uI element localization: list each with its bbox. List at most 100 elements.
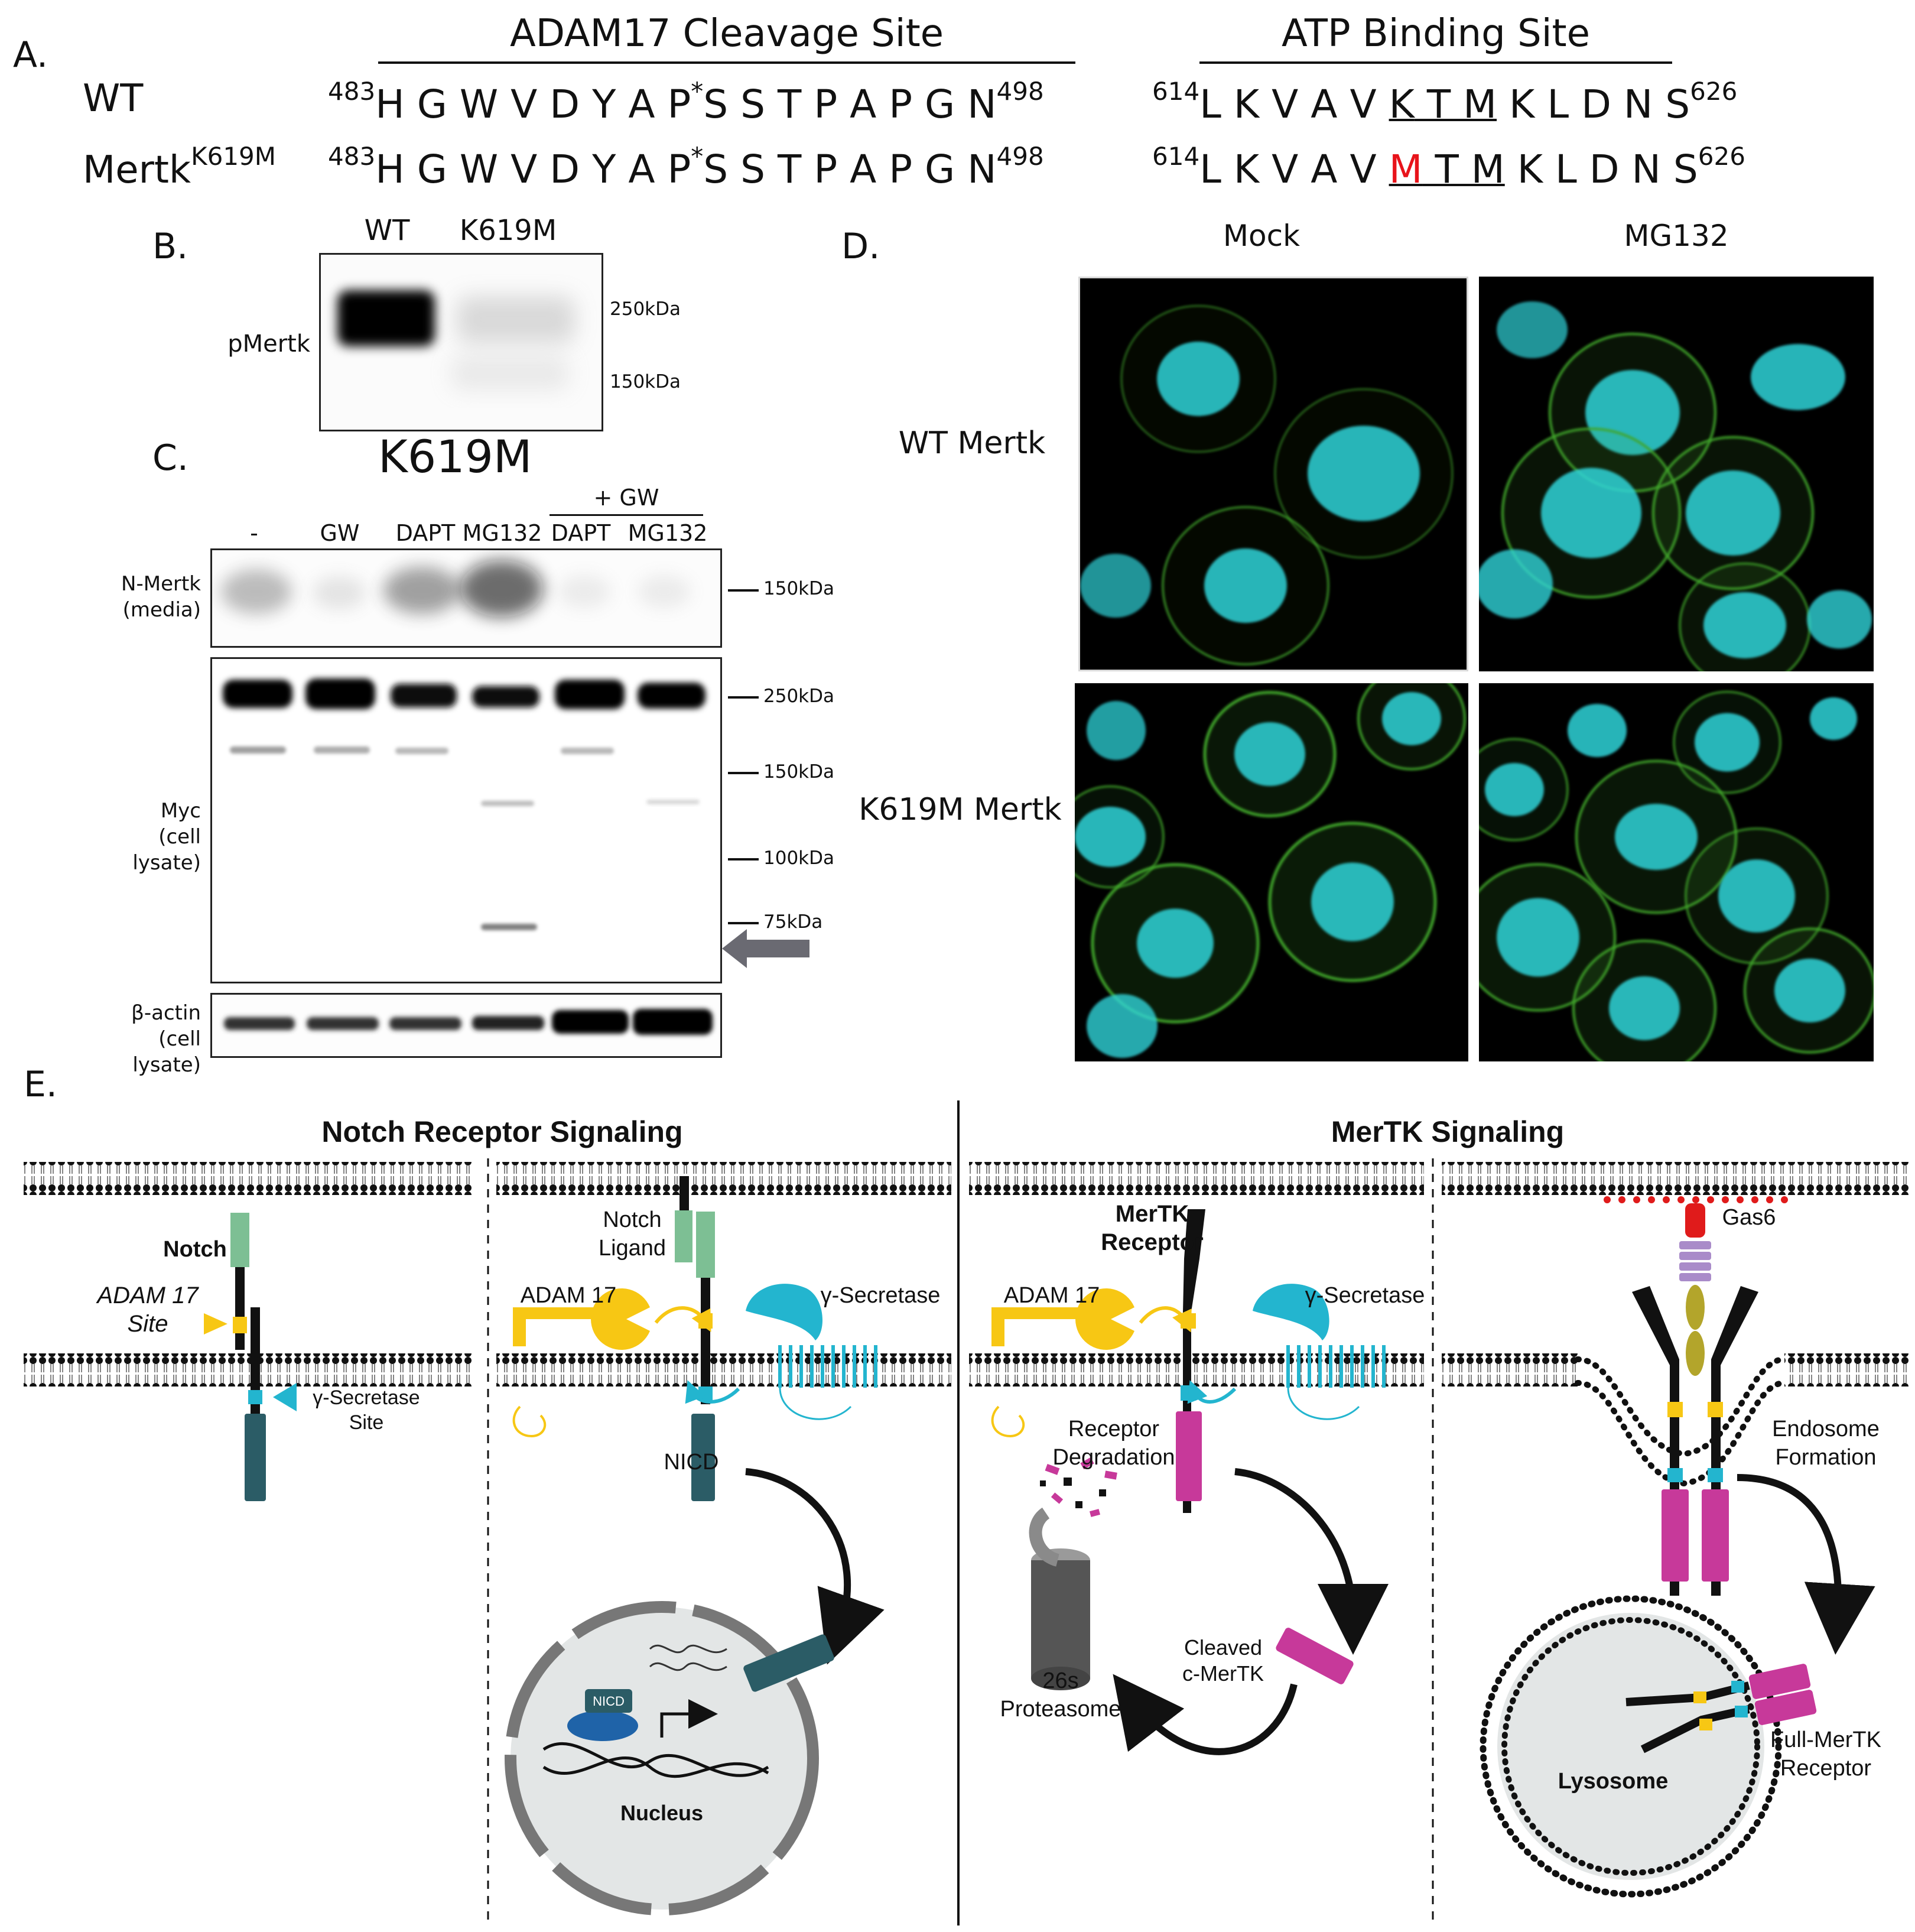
adam-site-4a xyxy=(1667,1402,1683,1417)
gamma-cut-arrow-1 xyxy=(685,1380,740,1404)
cell xyxy=(1568,704,1627,757)
seq-start-right: 614 xyxy=(1152,142,1200,171)
blot-c-lane-2: DAPT xyxy=(395,520,456,546)
seq-pre: H G W V D Y A P xyxy=(375,82,691,127)
panel-label-d: D. xyxy=(841,226,880,267)
label-adam17-site: ADAM 17 Site xyxy=(83,1281,213,1338)
nicd-2 xyxy=(691,1414,715,1501)
label-gamma-site-line1: γ-Secretase xyxy=(313,1387,420,1409)
seq-post: S S T P A P G N xyxy=(703,147,997,192)
panel-label-a: A. xyxy=(13,34,48,76)
label-adam17-site-line2: Site xyxy=(127,1311,168,1337)
label-full-mertk-line2: Receptor xyxy=(1780,1756,1872,1781)
gw-group-label: + GW xyxy=(593,485,659,511)
atp-motif: K T M xyxy=(1389,82,1497,127)
cell xyxy=(1479,549,1553,619)
notch2-ecd xyxy=(696,1212,715,1278)
lysosome-membrane-outer xyxy=(1480,1595,1782,1898)
gw-group-line xyxy=(550,514,703,516)
mertk-icd-4b xyxy=(1702,1489,1729,1582)
cell xyxy=(1807,590,1872,649)
internal-mertk-2-icd xyxy=(1754,1690,1817,1725)
mrna-1 xyxy=(649,1644,727,1654)
seq-right-post: K L D N S xyxy=(1497,82,1690,127)
label-nucleus: Nucleus xyxy=(620,1801,704,1825)
blot-c-lane-0: - xyxy=(250,520,258,546)
micrograph-k619m-mg132 xyxy=(1479,683,1874,1061)
internal-mertk-1-adam xyxy=(1693,1691,1706,1703)
cell xyxy=(1275,388,1453,559)
gamma-secretase-tm-2 xyxy=(1286,1345,1386,1388)
seq-start-left: 483 xyxy=(328,142,376,171)
cell xyxy=(1652,436,1814,590)
endocytosis-arrow xyxy=(1737,1474,1875,1655)
blot-c-lane-5: MG132 xyxy=(628,520,708,546)
label-adam17-b: ADAM 17 xyxy=(1003,1283,1100,1308)
atp-motif-residue: M xyxy=(1389,147,1423,192)
membrane-bottom-4a xyxy=(1442,1353,1578,1387)
seq-post: S S T P A P G N xyxy=(703,82,997,127)
cell xyxy=(1673,691,1781,794)
n-mertk-label-line2: (media) xyxy=(122,598,201,622)
label-notch: Notch xyxy=(163,1237,227,1262)
adam17-cleavage-site-header: ADAM17 Cleavage Site xyxy=(509,12,944,56)
seq-pre: H G W V D Y A P xyxy=(375,147,691,192)
micrograph-wt-mock xyxy=(1078,277,1468,671)
adam17-cut-arrow-1 xyxy=(654,1306,711,1332)
row-wt-mertk: WT Mertk xyxy=(898,426,1046,461)
seq-right-pre: L K V A V xyxy=(1199,147,1389,192)
internal-mertk-1-icd xyxy=(1748,1664,1811,1699)
label-cleaved-mertk-line2: c-MerTK xyxy=(1182,1661,1264,1686)
seq-left-0: 483H G W V D Y A P*S S T P A P G N498 xyxy=(328,77,1044,127)
membrane-top-4 xyxy=(1442,1162,1909,1195)
cell xyxy=(1121,305,1276,453)
membrane-top-2 xyxy=(496,1162,951,1195)
label-gamma-site-line2: Site xyxy=(349,1411,384,1434)
label-gamma-site: γ-Secretase Site xyxy=(295,1385,437,1435)
nicd-bound-box xyxy=(585,1689,632,1713)
blot-c2-tick-100 xyxy=(728,858,759,861)
n-mertk-media-blot xyxy=(210,548,722,648)
membrane-top-3 xyxy=(969,1162,1424,1195)
adam17-cut-arrow-2 xyxy=(1139,1306,1192,1333)
ligand-ecd xyxy=(675,1210,692,1262)
nucleus xyxy=(505,1601,819,1915)
membrane-top-1 xyxy=(24,1162,474,1195)
label-cleaved-mertk: Cleaved c-MerTK xyxy=(1164,1635,1282,1687)
internal-mertk-2-gamma xyxy=(1735,1706,1748,1717)
cell xyxy=(1479,863,1616,1012)
myc-label-line2: (cell lysate) xyxy=(132,825,201,875)
pmertk-blot xyxy=(319,253,603,431)
label-adam17-a: ADAM 17 xyxy=(520,1283,617,1308)
blot-c-lane-1: GW xyxy=(320,520,360,546)
gamma-site-4b xyxy=(1708,1468,1723,1482)
cell xyxy=(1075,785,1165,888)
seq-left-1: 483H G W V D Y A P*S S T P A P G N498 xyxy=(328,142,1044,192)
adam-site-arrow-icon xyxy=(204,1313,227,1334)
atp-binding-site-header: ATP Binding Site xyxy=(1282,12,1590,56)
blot-c2-marker-100: 100kDa xyxy=(763,848,834,869)
blot-c-lane-4: DAPT xyxy=(551,520,611,546)
label-full-mertk: Full-MerTK Receptor xyxy=(1749,1726,1903,1782)
adam17-anchor-1 xyxy=(513,1307,597,1346)
cleavage-star: * xyxy=(691,77,704,106)
cleaved-release-arrow xyxy=(1234,1468,1389,1655)
notch-ecd xyxy=(230,1213,249,1267)
seq-end-left: 498 xyxy=(996,77,1044,106)
n-mertk-label: N-Mertk (media) xyxy=(89,571,201,623)
seq-row-label-sup-1: K619M xyxy=(191,142,277,171)
label-endosome: Endosome Formation xyxy=(1749,1415,1903,1472)
gas6-egf-2 xyxy=(1679,1252,1711,1260)
seq-right-post: K L D N S xyxy=(1504,147,1698,192)
gamma-secretase-loop-2 xyxy=(1287,1387,1360,1420)
adam-site-4b xyxy=(1708,1402,1723,1417)
n-mertk-label-line1: N-Mertk xyxy=(121,572,201,596)
label-full-mertk-line1: Full-MerTK xyxy=(1770,1728,1881,1752)
transcription-arrow xyxy=(660,1699,718,1738)
col-mock: Mock xyxy=(1223,219,1300,253)
notch-stalk xyxy=(235,1267,245,1350)
notch-icd xyxy=(245,1414,266,1501)
cell xyxy=(1087,994,1158,1058)
blot-b-lane-k619m: K619M xyxy=(459,214,557,247)
dna-strand-1 xyxy=(542,1742,769,1777)
